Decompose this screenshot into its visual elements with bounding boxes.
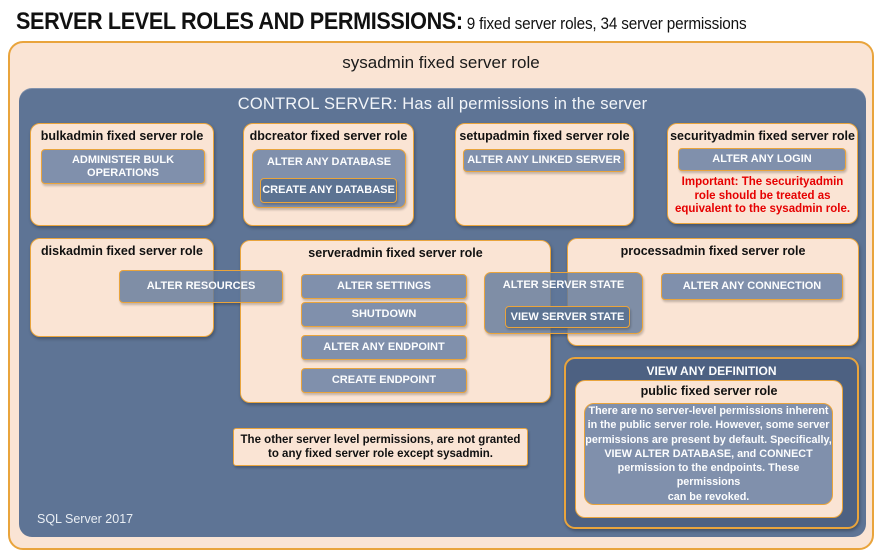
- view-any-definition-box: VIEW ANY DEFINITION public fixed server …: [564, 357, 859, 529]
- public-role-description: There are no server-level permissions in…: [584, 403, 833, 505]
- permission-shutdown: SHUTDOWN: [301, 302, 467, 327]
- other-permissions-note: The other server level permissions, are …: [233, 428, 528, 466]
- dbcreator-title: dbcreator fixed server role: [249, 129, 408, 143]
- securityadmin-warning: Important: The securityadmin role should…: [674, 176, 851, 215]
- permission-alter-any-endpoint: ALTER ANY ENDPOINT: [301, 335, 467, 360]
- permission-alter-any-linked-server: ALTER ANY LINKED SERVER: [463, 149, 625, 172]
- sysadmin-role-box: sysadmin fixed server role CONTROL SERVE…: [8, 41, 874, 550]
- role-box-dbcreator: dbcreator fixed server role ALTER ANY DA…: [243, 123, 414, 226]
- permission-view-server-state: VIEW SERVER STATE: [505, 306, 630, 328]
- alter-server-state-label: ALTER SERVER STATE: [502, 279, 625, 291]
- page-title: SERVER LEVEL ROLES AND PERMISSIONS: 9 fi…: [16, 8, 747, 36]
- view-any-definition-label: VIEW ANY DEFINITION: [646, 364, 777, 378]
- public-role-title: public fixed server role: [640, 384, 778, 398]
- permission-administer-bulk-operations: ADMINISTER BULK OPERATIONS: [41, 149, 205, 184]
- permission-alter-any-connection: ALTER ANY CONNECTION: [661, 273, 843, 300]
- role-box-public: public fixed server role There are no se…: [575, 380, 843, 518]
- bulkadmin-title: bulkadmin fixed server role: [40, 129, 204, 143]
- processadmin-title: processadmin fixed server role: [620, 244, 806, 258]
- sql-server-version-label: SQL Server 2017: [37, 512, 134, 526]
- control-server-box: CONTROL SERVER: Has all permissions in t…: [19, 88, 866, 537]
- securityadmin-title: securityadmin fixed server role: [670, 129, 855, 143]
- permission-create-any-database: CREATE ANY DATABASE: [260, 178, 397, 203]
- role-box-securityadmin: securityadmin fixed server role ALTER AN…: [667, 123, 858, 224]
- permission-alter-resources: ALTER RESOURCES: [119, 270, 283, 303]
- page-title-bold: SERVER LEVEL ROLES AND PERMISSIONS:: [16, 8, 463, 35]
- sysadmin-role-title: sysadmin fixed server role: [342, 53, 540, 72]
- diskadmin-title: diskadmin fixed server role: [41, 244, 203, 258]
- permission-alter-settings: ALTER SETTINGS: [301, 274, 467, 299]
- permission-create-endpoint: CREATE ENDPOINT: [301, 368, 467, 393]
- setupadmin-title: setupadmin fixed server role: [459, 129, 630, 143]
- role-box-setupadmin: setupadmin fixed server role ALTER ANY L…: [455, 123, 634, 226]
- page-title-rest: 9 fixed server roles, 34 server permissi…: [462, 14, 747, 33]
- permission-alter-any-login: ALTER ANY LOGIN: [678, 148, 846, 171]
- control-server-title: CONTROL SERVER: Has all permissions in t…: [237, 95, 648, 113]
- permission-alter-server-state: ALTER SERVER STATE VIEW SERVER STATE: [484, 272, 643, 334]
- permission-alter-any-database: ALTER ANY DATABASE CREATE ANY DATABASE: [252, 149, 406, 208]
- alter-any-database-label: ALTER ANY DATABASE: [266, 156, 392, 168]
- serveradmin-title: serveradmin fixed server role: [308, 246, 483, 260]
- role-box-bulkadmin: bulkadmin fixed server role ADMINISTER B…: [30, 123, 214, 226]
